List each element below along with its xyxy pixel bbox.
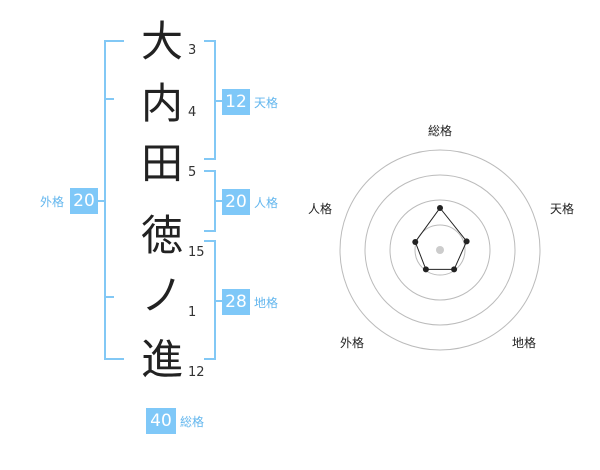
gaikaku-bracket-tick bbox=[94, 200, 106, 202]
name-char-1: 大 bbox=[140, 17, 183, 66]
stroke-count-5: 1 bbox=[188, 305, 197, 320]
name-char-3: 田 bbox=[140, 139, 183, 188]
radar-ring-3 bbox=[389, 199, 491, 301]
radar-chart bbox=[339, 149, 541, 351]
jinkaku-badge: 20 bbox=[222, 189, 250, 215]
bracket-tick bbox=[104, 296, 114, 298]
soukaku-label: 総格 bbox=[180, 415, 205, 429]
tenkaku-label: 天格 bbox=[254, 96, 279, 110]
jinkaku-label: 人格 bbox=[254, 196, 279, 210]
name-char-6: 進 bbox=[140, 335, 183, 384]
gaikaku-bracket bbox=[104, 40, 124, 360]
radar-label-soukaku: 総格 bbox=[427, 124, 452, 138]
radar-center-dot bbox=[436, 246, 444, 254]
chikaku-bracket-tick bbox=[214, 300, 224, 302]
soukaku-badge: 40 bbox=[146, 408, 176, 434]
stroke-count-4: 15 bbox=[188, 245, 205, 260]
radar-point-5 bbox=[412, 238, 419, 245]
name-char-5: ノ bbox=[140, 271, 183, 320]
jinkaku-bracket-tick bbox=[214, 200, 224, 202]
radar-point-4 bbox=[422, 266, 429, 273]
stroke-count-6: 12 bbox=[188, 365, 205, 380]
gaikaku-label: 外格 bbox=[40, 195, 65, 209]
name-char-4: 徳 bbox=[140, 211, 183, 260]
radar-ring-4 bbox=[414, 224, 466, 276]
radar-ring-2 bbox=[364, 174, 516, 326]
stroke-count-3: 5 bbox=[188, 165, 197, 180]
radar-ring-1 bbox=[339, 149, 541, 351]
gaikaku-badge: 20 bbox=[70, 188, 98, 214]
bracket-tick bbox=[104, 98, 114, 100]
stroke-count-1: 3 bbox=[188, 43, 197, 58]
radar-label-gaikaku: 外格 bbox=[339, 336, 364, 350]
radar-score-polygon bbox=[414, 207, 468, 270]
radar-point-1 bbox=[437, 205, 443, 211]
radar-label-chikaku: 地格 bbox=[511, 336, 536, 350]
name-char-2: 内 bbox=[140, 79, 183, 128]
radar-label-tenkaku: 天格 bbox=[549, 202, 574, 216]
radar-label-jinkaku: 人格 bbox=[307, 202, 332, 216]
radar-point-2 bbox=[463, 238, 470, 245]
tenkaku-bracket-tick bbox=[214, 100, 224, 102]
chikaku-label: 地格 bbox=[254, 296, 279, 310]
radar-point-3 bbox=[451, 266, 458, 273]
chikaku-badge: 28 bbox=[222, 289, 250, 315]
stroke-count-2: 4 bbox=[188, 105, 197, 120]
tenkaku-badge: 12 bbox=[222, 89, 250, 115]
